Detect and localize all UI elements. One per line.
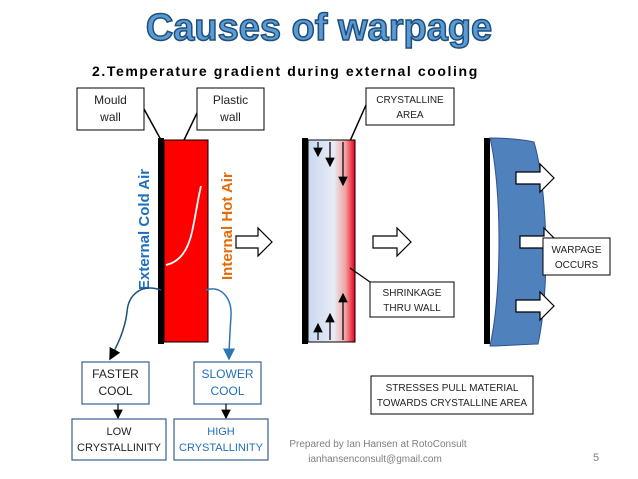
- svg-text:STRESSES PULL MATERIAL: STRESSES PULL MATERIAL: [386, 383, 519, 394]
- shrinkage-pointer: [349, 267, 371, 283]
- temperature-curve: [165, 185, 202, 266]
- crystalline-area-label: CRYSTALLINE AREA: [365, 87, 455, 126]
- low-crystallinity-box: LOW CRYSTALLINITY: [71, 418, 167, 461]
- title: Causes of warpage: [146, 7, 492, 49]
- stresses-box: STRESSES PULL MATERIAL TOWARDS CRYSTALLI…: [370, 375, 534, 415]
- svg-text:CRYSTALLINITY: CRYSTALLINITY: [77, 442, 162, 454]
- flow-arrow-2: [372, 226, 412, 258]
- high-crystallinity-box: HIGH CRYSTALLINITY: [173, 418, 269, 461]
- mould-wall-right: [484, 138, 490, 344]
- shrinkage-label: SHRINKAGE THRU WALL: [369, 281, 455, 318]
- svg-text:WARPAGE: WARPAGE: [551, 245, 601, 256]
- svg-text:COOL: COOL: [98, 384, 132, 398]
- mould-wall-label: Mould wall: [76, 87, 145, 131]
- plastic-wall-pointer: [183, 112, 198, 141]
- crystalline-pointer: [349, 104, 367, 142]
- page-number: 5: [593, 452, 599, 464]
- footer-credit-line2: ianhansenconsult@gmail.com: [308, 454, 442, 465]
- svg-text:TOWARDS CRYSTALLINE AREA: TOWARDS CRYSTALLINE AREA: [377, 398, 528, 409]
- svg-text:Plastic: Plastic: [213, 93, 248, 107]
- svg-text:HIGH: HIGH: [207, 426, 235, 438]
- svg-text:Mould: Mould: [94, 93, 127, 107]
- mould-wall-middle: [302, 138, 308, 344]
- flow-arrow-1: [235, 226, 273, 258]
- slower-cool-box: SLOWER COOL: [193, 361, 262, 405]
- svg-text:SLOWER: SLOWER: [201, 367, 253, 381]
- svg-text:OCCURS: OCCURS: [555, 260, 599, 271]
- warped-wall: [489, 137, 547, 347]
- slower-cool-arrow: [205, 288, 236, 361]
- internal-hot-air-label: Internal Hot Air: [219, 172, 236, 280]
- svg-text:wall: wall: [219, 110, 241, 124]
- svg-text:wall: wall: [99, 110, 121, 124]
- gradient-wall: [307, 139, 356, 343]
- svg-text:THRU WALL: THRU WALL: [383, 303, 441, 314]
- warpage-box: WARPAGE OCCURS: [542, 237, 611, 276]
- plastic-wall-label: Plastic wall: [196, 87, 265, 131]
- flow-arrow-3: [515, 162, 555, 194]
- svg-text:COOL: COOL: [210, 384, 244, 398]
- external-cold-air-label: External Cold Air: [136, 169, 153, 290]
- svg-text:AREA: AREA: [396, 110, 424, 121]
- mould-wall-pointer: [143, 108, 162, 141]
- shrinkage-arrows-top: [313, 142, 348, 187]
- subtitle: 2.Temperature gradient during external c…: [92, 63, 479, 79]
- svg-text:LOW: LOW: [106, 426, 132, 438]
- svg-text:FASTER: FASTER: [92, 367, 139, 381]
- mould-wall: [158, 138, 164, 344]
- faster-cool-box: FASTER COOL: [81, 361, 150, 405]
- plastic-wall-red: [163, 139, 209, 343]
- svg-text:CRYSTALLINITY: CRYSTALLINITY: [179, 442, 264, 454]
- faster-cool-arrow: [109, 287, 162, 361]
- svg-text:SHRINKAGE: SHRINKAGE: [383, 288, 442, 299]
- footer-credit-line1: Prepared by Ian Hansen at RotoConsult: [289, 439, 467, 450]
- svg-text:CRYSTALLINE: CRYSTALLINE: [376, 95, 444, 106]
- shrinkage-arrows-bottom: [313, 292, 348, 340]
- flow-arrow-5: [515, 290, 555, 322]
